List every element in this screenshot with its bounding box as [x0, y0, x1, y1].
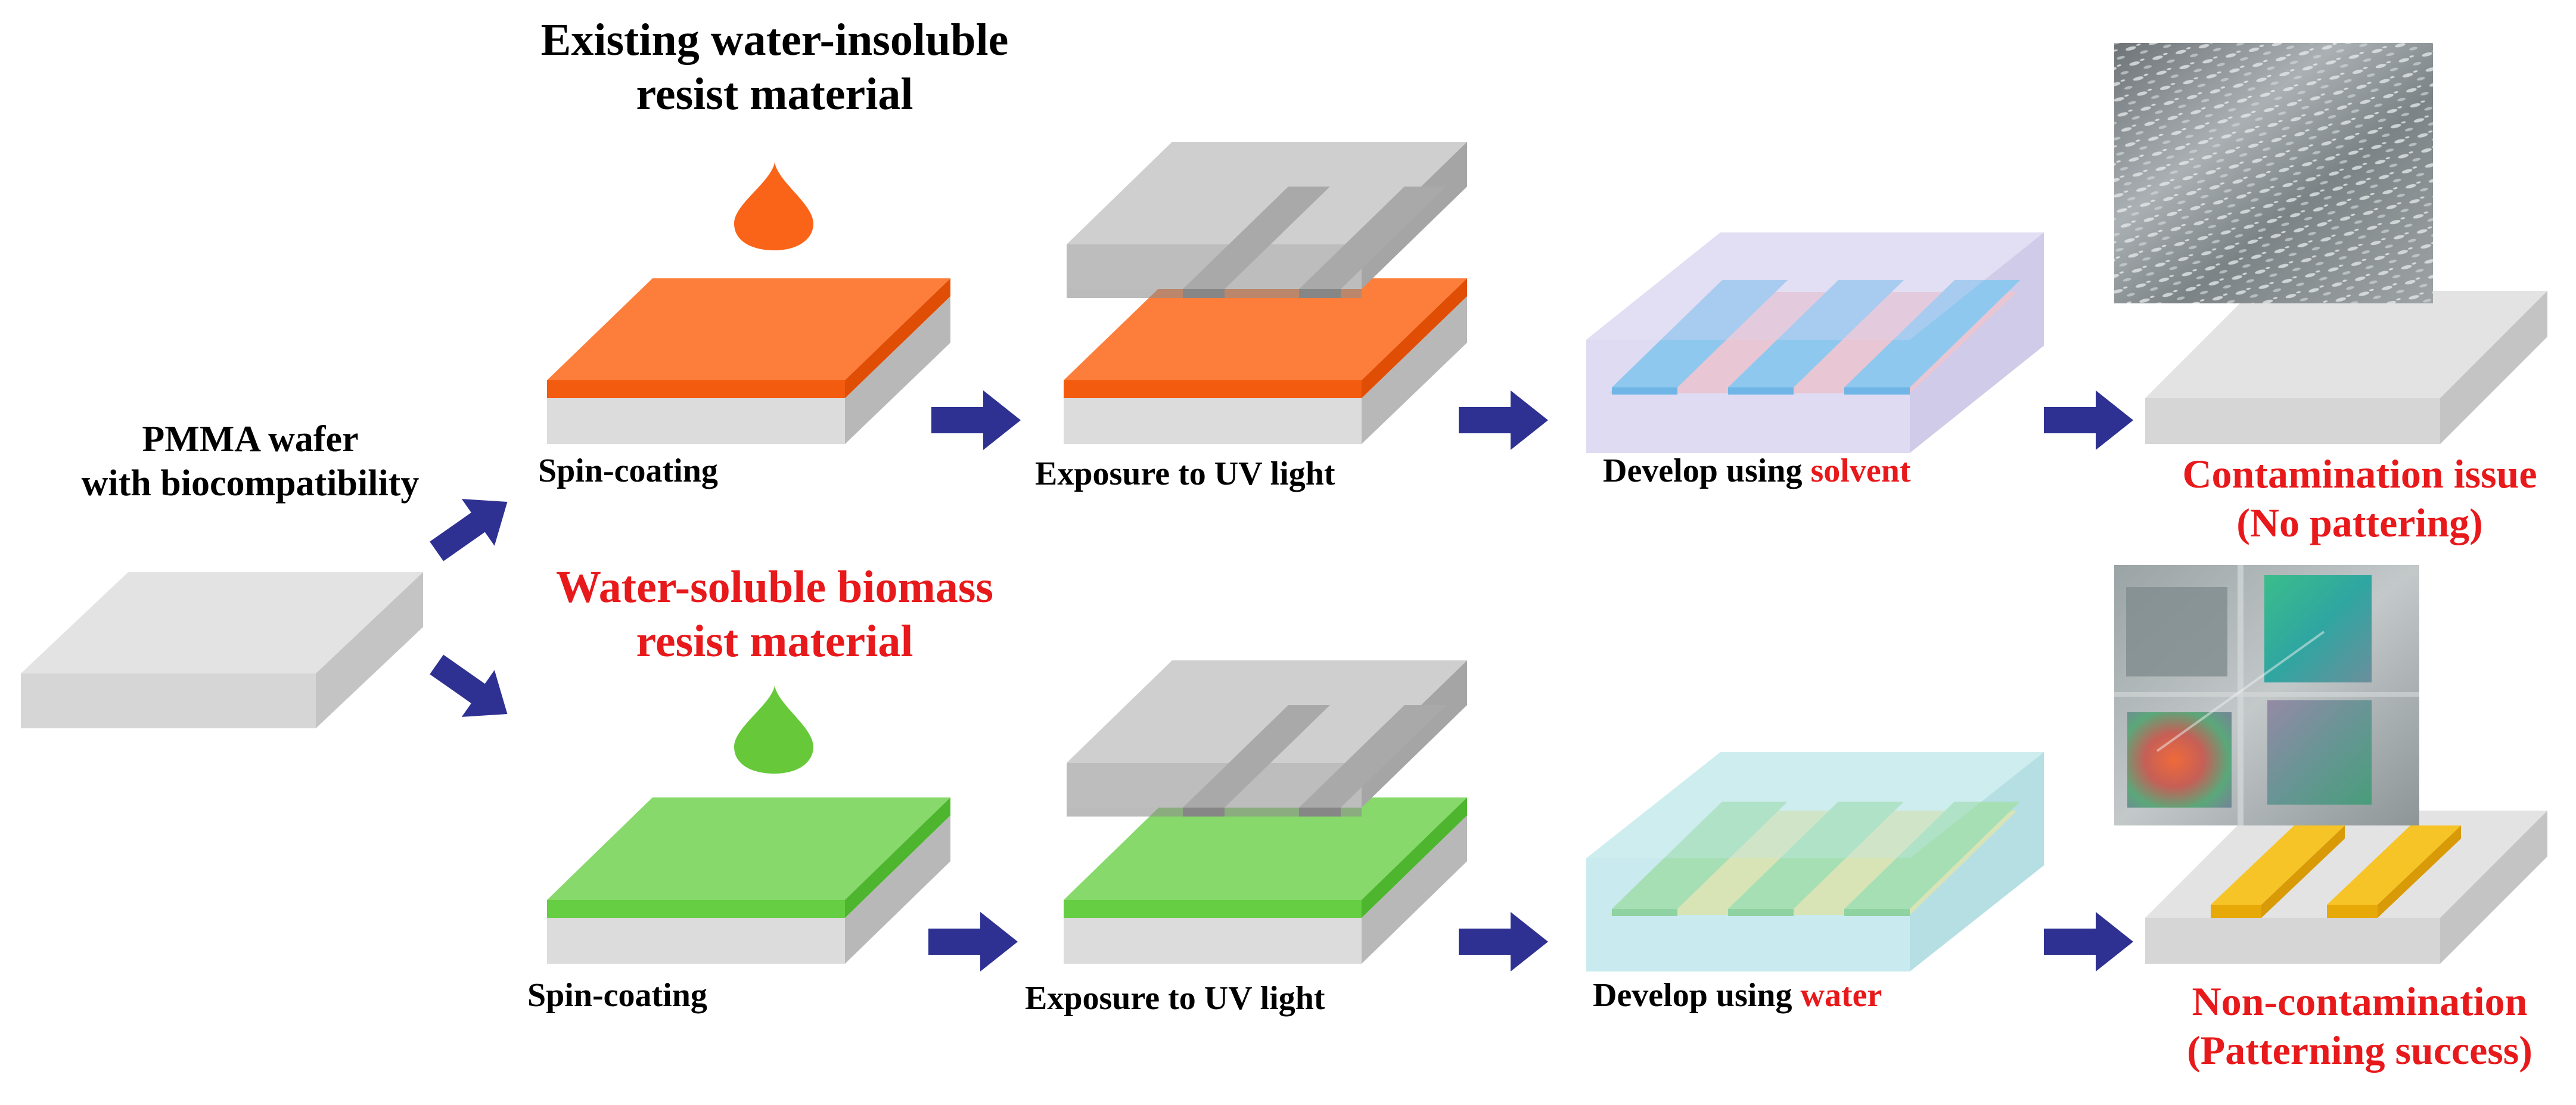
bottom-heading-line2: resist material	[636, 616, 913, 667]
patterned-result-wafer	[2145, 811, 2547, 964]
branch-arrow-down	[430, 654, 508, 717]
bottom-step-develop: Develop using water	[1593, 976, 1882, 1016]
bottom-step-spin-coating: Spin-coating	[527, 977, 707, 1014]
uv-exposure-wafer-top	[1064, 278, 1467, 444]
right-arrow-icon	[928, 912, 1018, 971]
spin-coated-wafer-top	[547, 278, 950, 444]
photomask-bottom	[1067, 660, 1467, 817]
uv-exposure-wafer-bottom	[1064, 797, 1467, 964]
start-label: PMMA wafer with biocompatibility	[48, 417, 453, 506]
right-arrow-icon	[2044, 390, 2133, 450]
top-heading-line2: resist material	[636, 69, 913, 120]
contaminated-surface-photo	[2114, 43, 2433, 303]
bottom-row-heading: Water-soluble biomass resist material	[507, 560, 1043, 669]
top-step-develop: Develop using solvent	[1603, 451, 1911, 491]
top-develop-highlight: solvent	[1810, 452, 1911, 489]
pmma-wafer-start	[21, 572, 423, 728]
bottom-result: Non-contamination (Patterning success)	[2145, 977, 2574, 1075]
top-result-line1: Contamination issue	[2182, 451, 2537, 496]
top-result-line2: (No pattering)	[2236, 499, 2483, 545]
solvent-develop-tank	[1586, 232, 2044, 453]
start-label-line1: PMMA wafer	[142, 419, 359, 460]
bottom-develop-prefix: Develop using	[1593, 977, 1801, 1014]
contaminated-result-wafer	[2145, 291, 2547, 444]
bottom-result-line2: (Patterning success)	[2187, 1027, 2533, 1073]
water-develop-tank	[1586, 752, 2044, 971]
right-arrow-icon	[931, 390, 1021, 450]
top-step-spin-coating: Spin-coating	[538, 452, 718, 489]
top-develop-prefix: Develop using	[1603, 452, 1811, 489]
iridescent-pattern-photo	[2114, 565, 2419, 825]
right-arrow-icon	[1459, 912, 1548, 971]
right-arrow-icon	[2044, 912, 2133, 971]
green-droplet-icon	[734, 685, 813, 774]
spin-coated-wafer-bottom	[547, 797, 950, 964]
top-heading-line1: Existing water-insoluble	[540, 15, 1009, 65]
bottom-heading-line1: Water-soluble biomass	[556, 562, 993, 612]
branch-arrow-up	[430, 499, 508, 561]
top-step-uv-exposure: Exposure to UV light	[1035, 455, 1335, 492]
photomask-top	[1067, 142, 1467, 298]
flow-arrows	[928, 390, 2133, 971]
start-label-line2: with biocompatibility	[81, 463, 420, 504]
bottom-result-line1: Non-contamination	[2192, 979, 2528, 1024]
top-result: Contamination issue (No pattering)	[2151, 450, 2568, 547]
bottom-develop-highlight: water	[1800, 977, 1882, 1014]
bottom-step-uv-exposure: Exposure to UV light	[1025, 980, 1325, 1017]
top-row-heading: Existing water-insoluble resist material	[507, 13, 1043, 122]
right-arrow-icon	[1459, 390, 1548, 450]
orange-droplet-icon	[734, 162, 813, 250]
